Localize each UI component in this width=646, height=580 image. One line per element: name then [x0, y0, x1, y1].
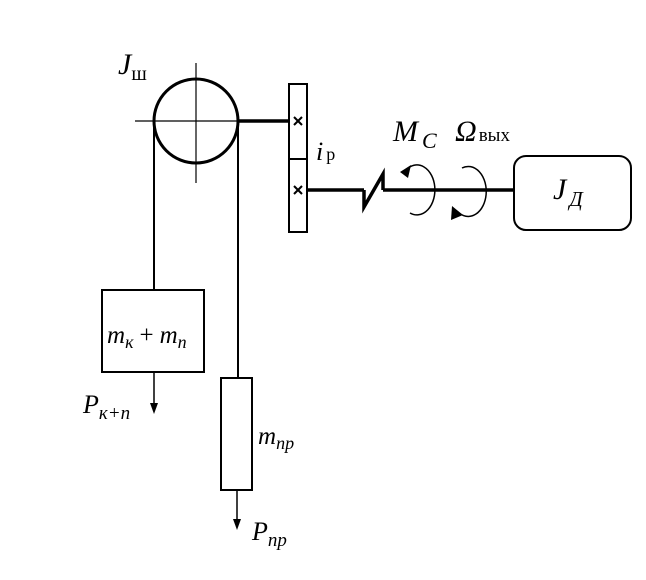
cabin-mass-label: mк+mп	[107, 322, 187, 352]
cabin-force-arrowhead	[150, 403, 158, 414]
gear-mark-upper	[293, 116, 303, 126]
gear-mark-lower	[293, 185, 303, 195]
counterweight-force-label: Pпр	[251, 517, 287, 551]
moment-rotation-arrow	[400, 164, 436, 216]
counterweight-mass-label: mпр	[258, 423, 294, 453]
reducer	[288, 83, 308, 233]
counterweight-box	[220, 377, 253, 491]
drum-inertia-label: Jш	[118, 48, 147, 85]
coupling	[362, 167, 385, 214]
cabin-box	[101, 289, 205, 373]
counterweight-force-arrowhead	[233, 519, 241, 530]
speed-rotation-arrow	[451, 165, 487, 220]
cabin-force-label: Pк+п	[82, 390, 130, 424]
motor-box	[513, 155, 632, 231]
